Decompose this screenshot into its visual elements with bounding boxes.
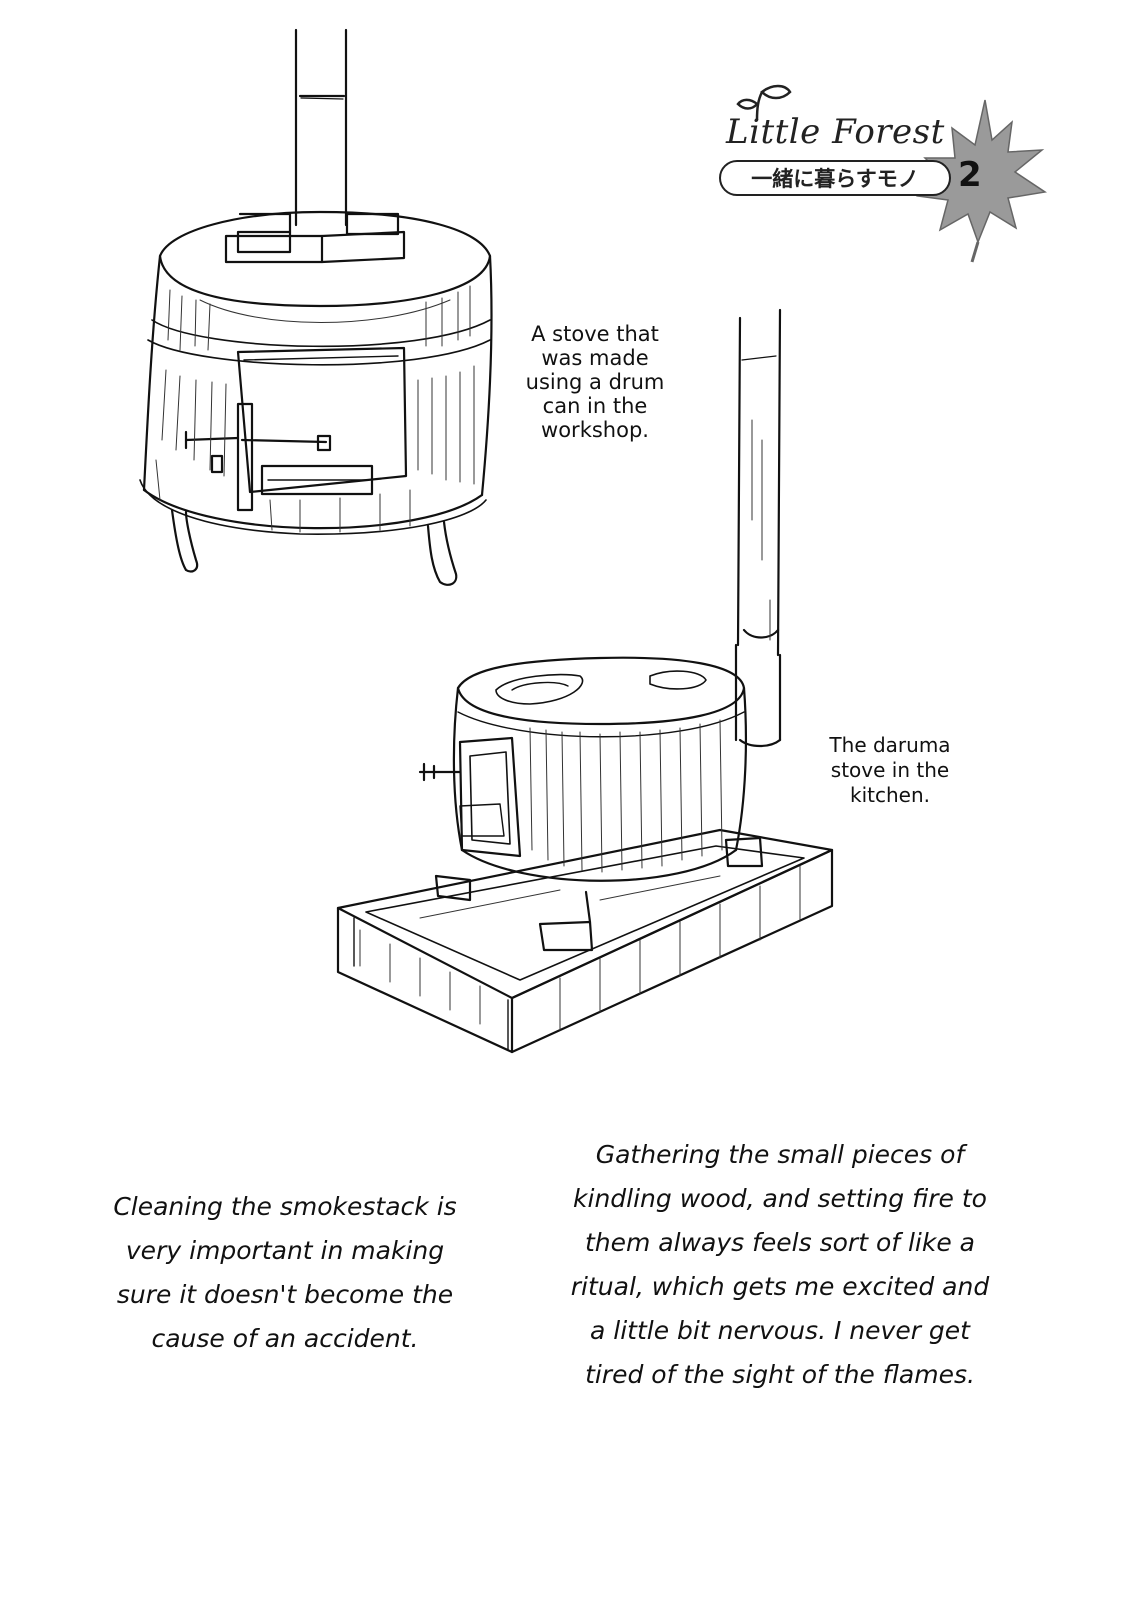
body-line: very important in making <box>125 1236 445 1265</box>
caption-line: stove in the <box>830 758 950 782</box>
sprout-icon <box>736 84 792 121</box>
volume-number: 2 <box>958 155 982 195</box>
caption-line: kitchen. <box>850 783 930 807</box>
body-line: Gathering the small pieces of <box>595 1140 965 1169</box>
caption-line: workshop. <box>541 418 649 442</box>
body-text-left: Cleaning the smokestack is very importan… <box>60 1185 510 1361</box>
series-subtitle-box: 一緒に暮らすモノ <box>719 160 951 196</box>
body-line: Cleaning the smokestack is <box>113 1192 457 1221</box>
body-line: kindling wood, and setting fire to <box>573 1184 987 1213</box>
caption-line: was made <box>541 346 649 370</box>
body-line: sure it doesn't become the <box>116 1280 454 1309</box>
body-line: ritual, which gets me excited and <box>570 1272 990 1301</box>
caption-daruma-stove: The daruma stove in the kitchen. <box>790 733 990 808</box>
caption-drum-stove: A stove that was made using a drum can i… <box>470 322 720 442</box>
series-subtitle: 一緒に暮らすモノ <box>751 167 919 191</box>
caption-line: The daruma <box>829 733 951 757</box>
caption-line: using a drum <box>525 370 665 394</box>
maple-leaf-icon <box>915 99 1048 263</box>
body-line: tired of the sight of the flames. <box>585 1360 975 1389</box>
body-line: them always feels sort of like a <box>584 1228 975 1257</box>
caption-line: can in the <box>542 394 648 418</box>
body-line: cause of an accident. <box>151 1324 419 1353</box>
series-title: Little Forest <box>726 112 945 152</box>
caption-line: A stove that <box>531 322 659 346</box>
body-text-right: Gathering the small pieces of kindling w… <box>530 1133 1030 1397</box>
daruma-stove <box>336 308 834 1054</box>
body-line: a little bit nervous. I never get <box>590 1316 970 1345</box>
drum-can-stove <box>139 28 493 586</box>
